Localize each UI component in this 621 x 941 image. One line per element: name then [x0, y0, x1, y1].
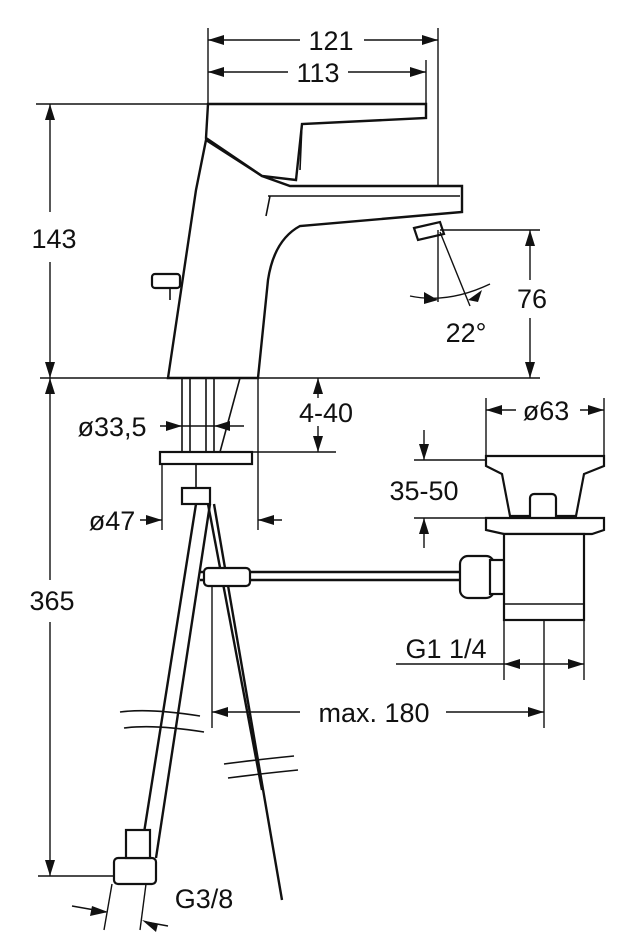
mounting-assembly	[158, 377, 254, 506]
dimension-g3-8: G3/8	[71, 883, 234, 932]
label-max-180: max. 180	[318, 698, 429, 728]
dimension-angle-22: 22°	[409, 230, 491, 348]
label-76: 76	[517, 284, 547, 314]
faucet-body	[150, 102, 464, 380]
label-121: 121	[308, 26, 353, 56]
label-diameter-33-5: ø33,5	[77, 412, 146, 442]
dimension-diameter-47: ø47	[89, 378, 282, 536]
label-22-degrees: 22°	[446, 318, 487, 348]
label-g3-8: G3/8	[175, 884, 234, 914]
label-113: 113	[296, 58, 339, 88]
dimension-35-50: 35-50	[389, 430, 486, 548]
dimension-diameter-63: ø63	[485, 396, 605, 456]
label-365: 365	[29, 586, 74, 616]
label-g1-1-4: G1 1/4	[405, 634, 486, 664]
dimension-g1-1-4: G1 1/4	[396, 620, 585, 680]
label-diameter-63: ø63	[523, 396, 570, 426]
label-35-50: 35-50	[389, 476, 458, 506]
pop-up-waste-assembly	[200, 454, 606, 622]
dimension-diameter-33-5: ø33,5	[77, 412, 244, 442]
dimension-113: 113	[208, 58, 427, 104]
dimension-max-180: max. 180	[211, 586, 545, 728]
dimension-143: 143	[31, 103, 540, 379]
label-diameter-47: ø47	[89, 506, 136, 536]
dimension-365: 365	[29, 378, 120, 877]
supply-hoses	[112, 503, 299, 901]
dimension-76: 76	[440, 229, 547, 378]
dimension-121: 121	[207, 26, 439, 186]
label-143: 143	[31, 224, 76, 254]
label-4-40: 4-40	[299, 398, 353, 428]
dimension-4-40: 4-40	[252, 378, 353, 453]
